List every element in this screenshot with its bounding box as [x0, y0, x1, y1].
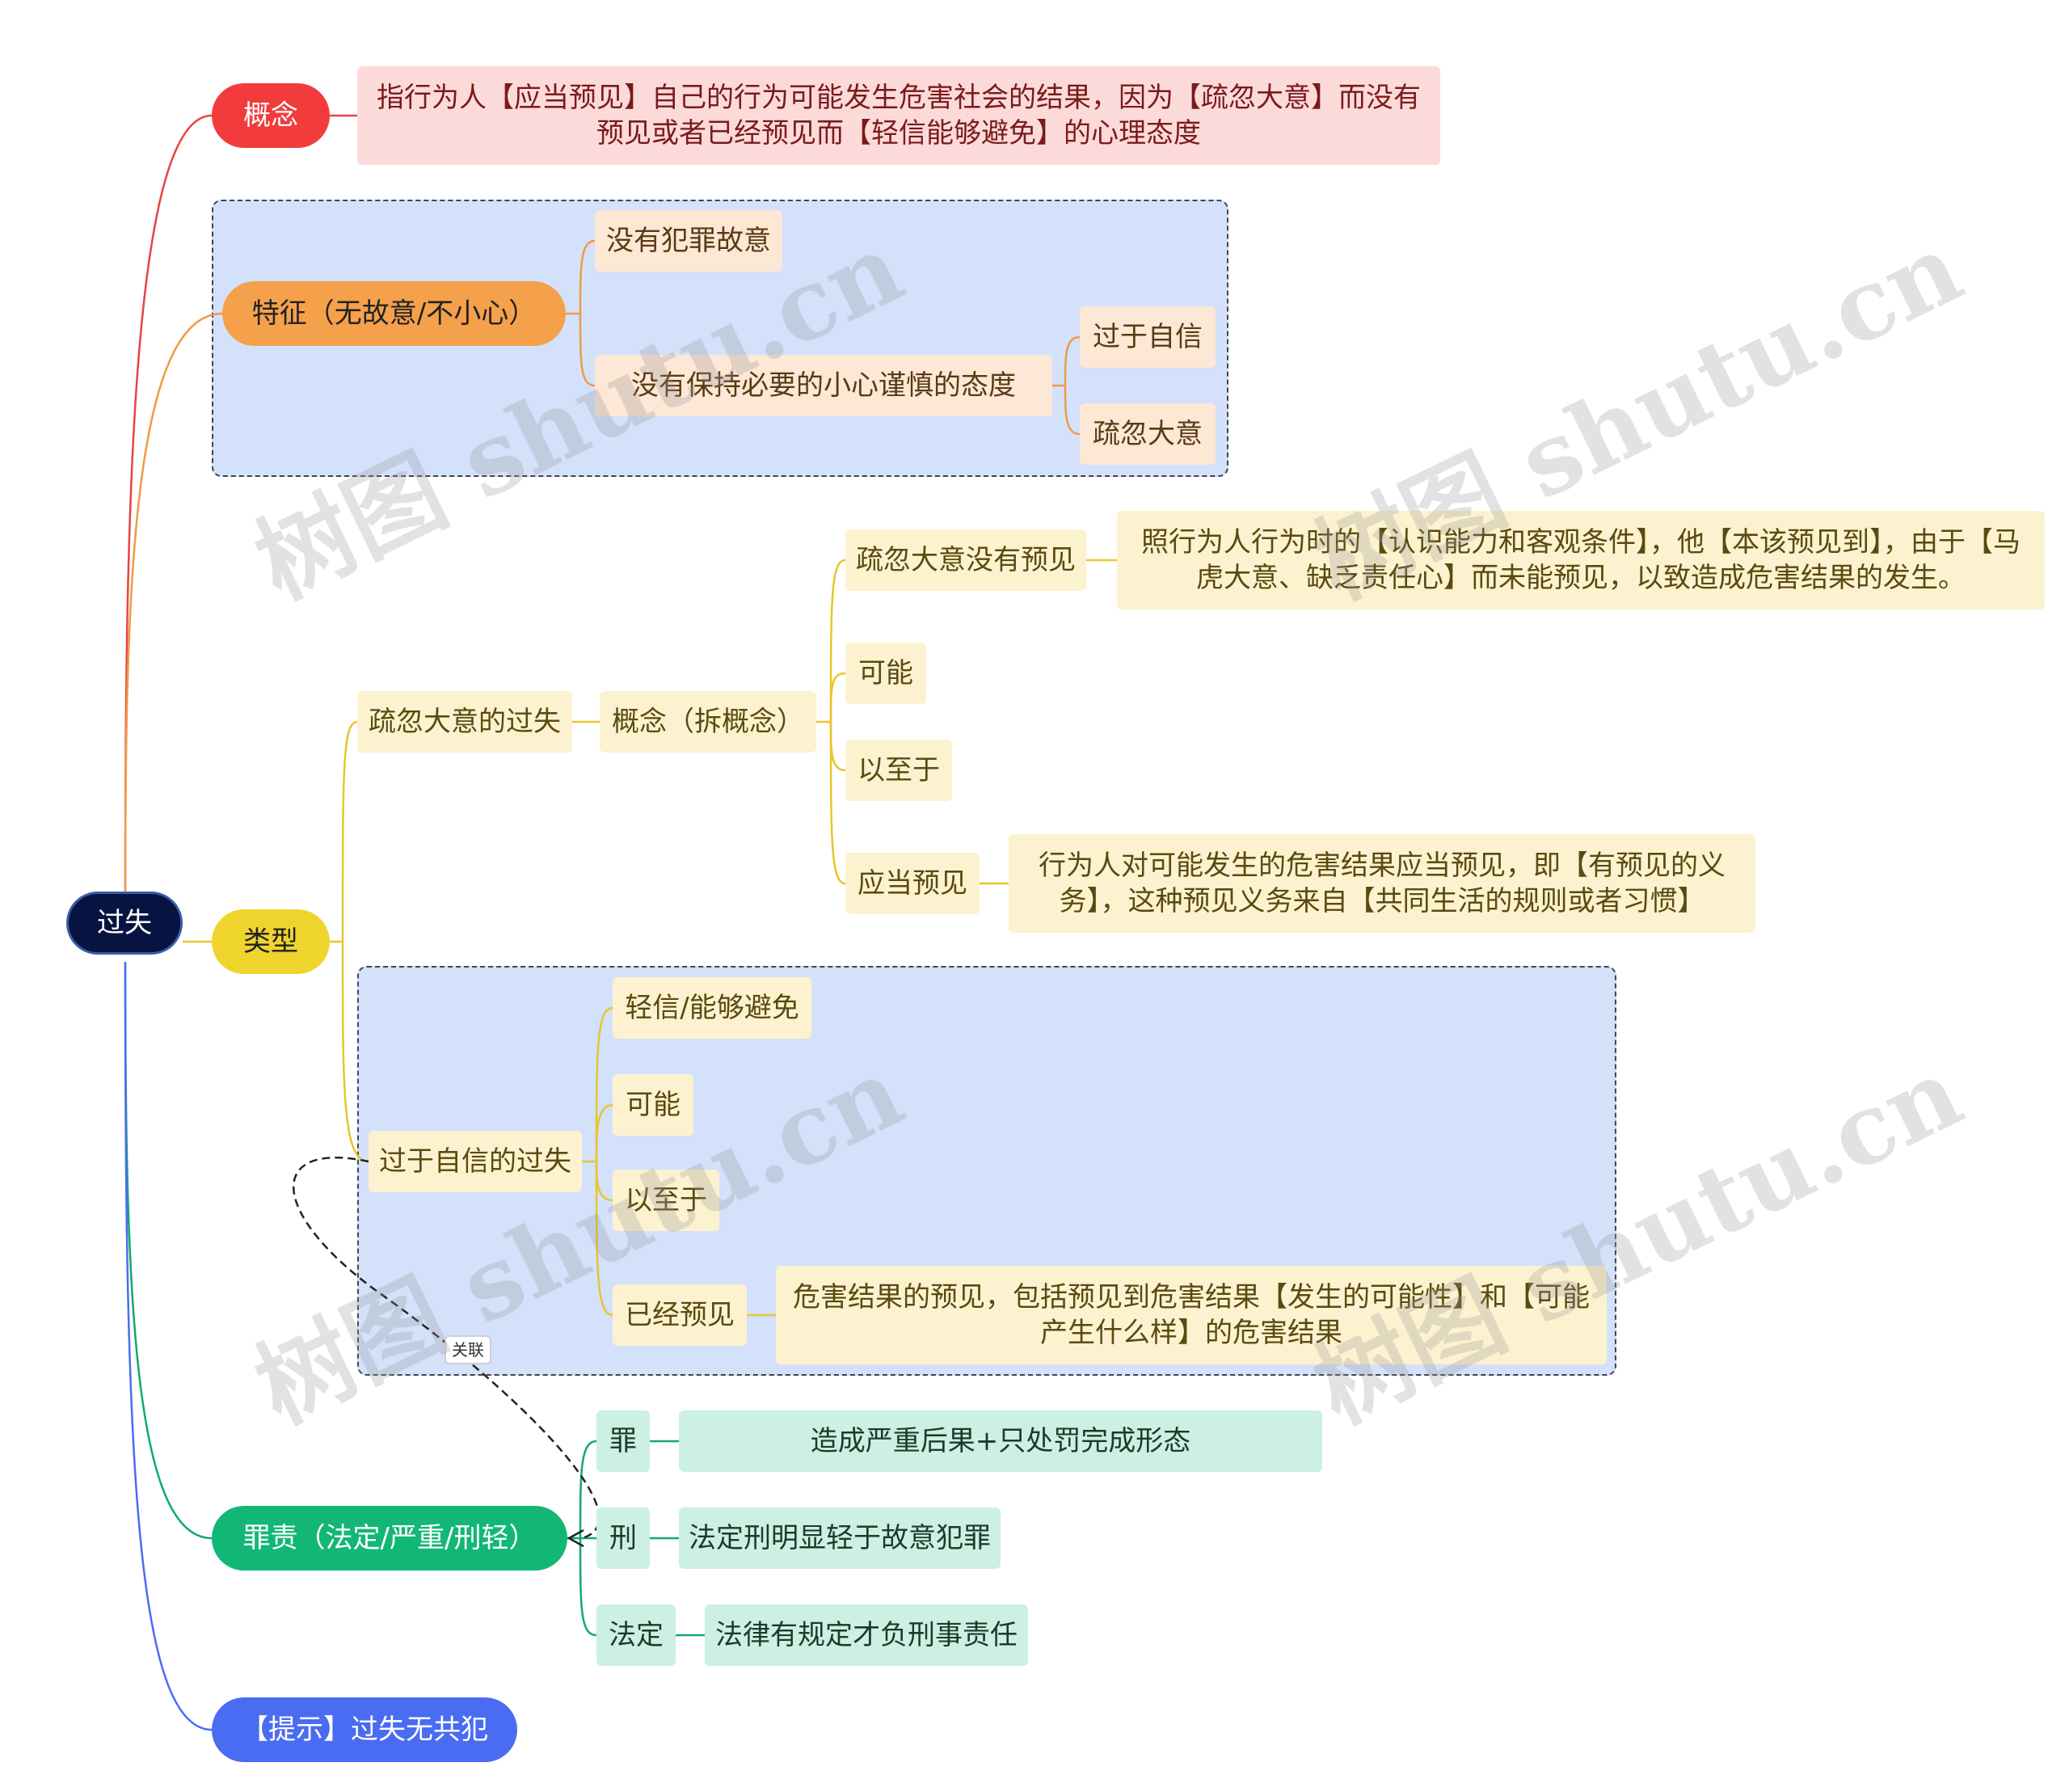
- link-types-overconf: [341, 941, 369, 1163]
- feature-no-intent[interactable]: 没有犯罪故意: [595, 210, 782, 272]
- negligence-possible[interactable]: 可能: [845, 643, 926, 704]
- overconfidence-foreseen[interactable]: 已经预见: [613, 1284, 747, 1346]
- link-overconf-believe: [595, 1006, 613, 1162]
- negligence-not-foreseen-desc[interactable]: 照行为人行为时的【认识能力和客观条件】，他【本该预见到】，由于【马虎大意、缺乏责…: [1117, 511, 2045, 609]
- negligence-should-foresee-desc[interactable]: 行为人对可能发生的危害结果应当预见，即【有预见的义务】，这种预见义务来自【共同生…: [1009, 834, 1755, 933]
- liability-statutory-desc[interactable]: 法律有规定才负刑事责任: [705, 1604, 1028, 1666]
- type-overconfidence[interactable]: 过于自信的过失: [369, 1131, 582, 1192]
- overconfidence-so-that[interactable]: 以至于: [613, 1170, 719, 1231]
- negligence-so-that[interactable]: 以至于: [845, 740, 952, 801]
- relation-arrow: [567, 1528, 584, 1548]
- link-negconcept-should: [829, 721, 846, 885]
- branch-feature[interactable]: 特征（无故意/不小心）: [222, 281, 566, 346]
- link-negconcept-possible: [829, 672, 846, 723]
- link-root-liability: [124, 961, 213, 1540]
- negligence-concept[interactable]: 概念（拆概念）: [600, 691, 816, 753]
- feature-overconfident[interactable]: 过于自信: [1080, 306, 1216, 368]
- branch-hint[interactable]: 【提示】过失无共犯: [212, 1697, 517, 1762]
- link-root-feature: [124, 312, 223, 906]
- liability-crime[interactable]: 罪: [596, 1410, 650, 1472]
- root-node[interactable]: 过失: [66, 892, 183, 955]
- overconfidence-possible[interactable]: 可能: [613, 1074, 693, 1136]
- branch-liability[interactable]: 罪责（法定/严重/刑轻）: [212, 1506, 567, 1571]
- liability-statutory[interactable]: 法定: [596, 1604, 676, 1666]
- overconfidence-foreseen-desc[interactable]: 危害结果的预见，包括预见到危害结果【发生的可能性】和【可能产生什么样】的危害结果: [776, 1266, 1607, 1364]
- link-nocare-neg: [1064, 385, 1081, 436]
- branch-concept[interactable]: 概念: [212, 83, 330, 148]
- relation-line: [293, 1157, 600, 1540]
- liability-penalty-desc[interactable]: 法定刑明显轻于故意犯罪: [679, 1507, 1001, 1569]
- concept-definition[interactable]: 指行为人【应当预见】自己的行为可能发生危害社会的结果，因为【疏忽大意】而没有预见…: [357, 66, 1440, 165]
- negligence-should-foresee[interactable]: 应当预见: [845, 853, 980, 914]
- liability-crime-desc[interactable]: 造成严重后果+只处罚完成形态: [679, 1410, 1322, 1472]
- link-nocare-over: [1064, 335, 1081, 386]
- link-liability-statutory: [579, 1537, 597, 1637]
- link-root-hint: [124, 961, 213, 1731]
- branch-types[interactable]: 类型: [212, 909, 330, 974]
- link-overconf-possible: [595, 1103, 613, 1162]
- link-overconf-sothat: [595, 1161, 613, 1202]
- feature-no-care[interactable]: 没有保持必要的小心谨慎的态度: [595, 355, 1052, 416]
- type-negligence[interactable]: 疏忽大意的过失: [357, 691, 572, 753]
- link-negconcept-sothat: [829, 721, 846, 772]
- liability-penalty[interactable]: 刑: [596, 1507, 650, 1569]
- link-feature-nocare: [579, 313, 596, 387]
- negligence-not-foreseen[interactable]: 疏忽大意没有预见: [845, 529, 1086, 591]
- relation-label[interactable]: 关联: [445, 1335, 491, 1364]
- feature-negligent[interactable]: 疏忽大意: [1080, 403, 1216, 465]
- link-feature-nointent: [579, 239, 596, 314]
- link-negconcept-nf: [829, 559, 846, 723]
- link-types-negligence: [341, 720, 358, 942]
- link-overconf-foreseen: [595, 1161, 613, 1317]
- link-liability-crime: [579, 1440, 597, 1539]
- overconfidence-believe-avoid[interactable]: 轻信/能够避免: [613, 977, 811, 1039]
